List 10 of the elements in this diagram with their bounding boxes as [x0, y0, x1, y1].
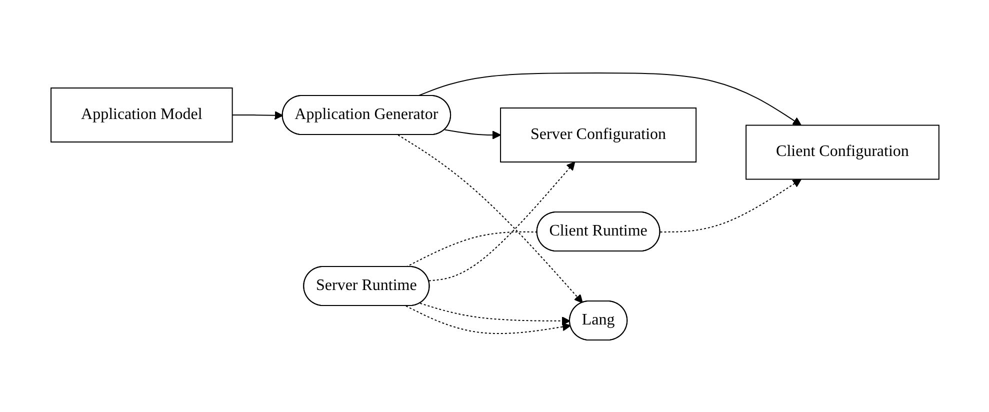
node-box: Application Model — [50, 87, 232, 142]
arrow — [444, 128, 500, 139]
arrow — [405, 304, 570, 334]
node-box: Client Configuration — [745, 124, 939, 180]
arrow — [659, 178, 802, 232]
node-box: Server Configuration — [500, 107, 696, 162]
arrow — [419, 302, 570, 325]
arrow — [231, 110, 283, 120]
arrow — [428, 161, 575, 281]
arrow — [397, 134, 582, 303]
